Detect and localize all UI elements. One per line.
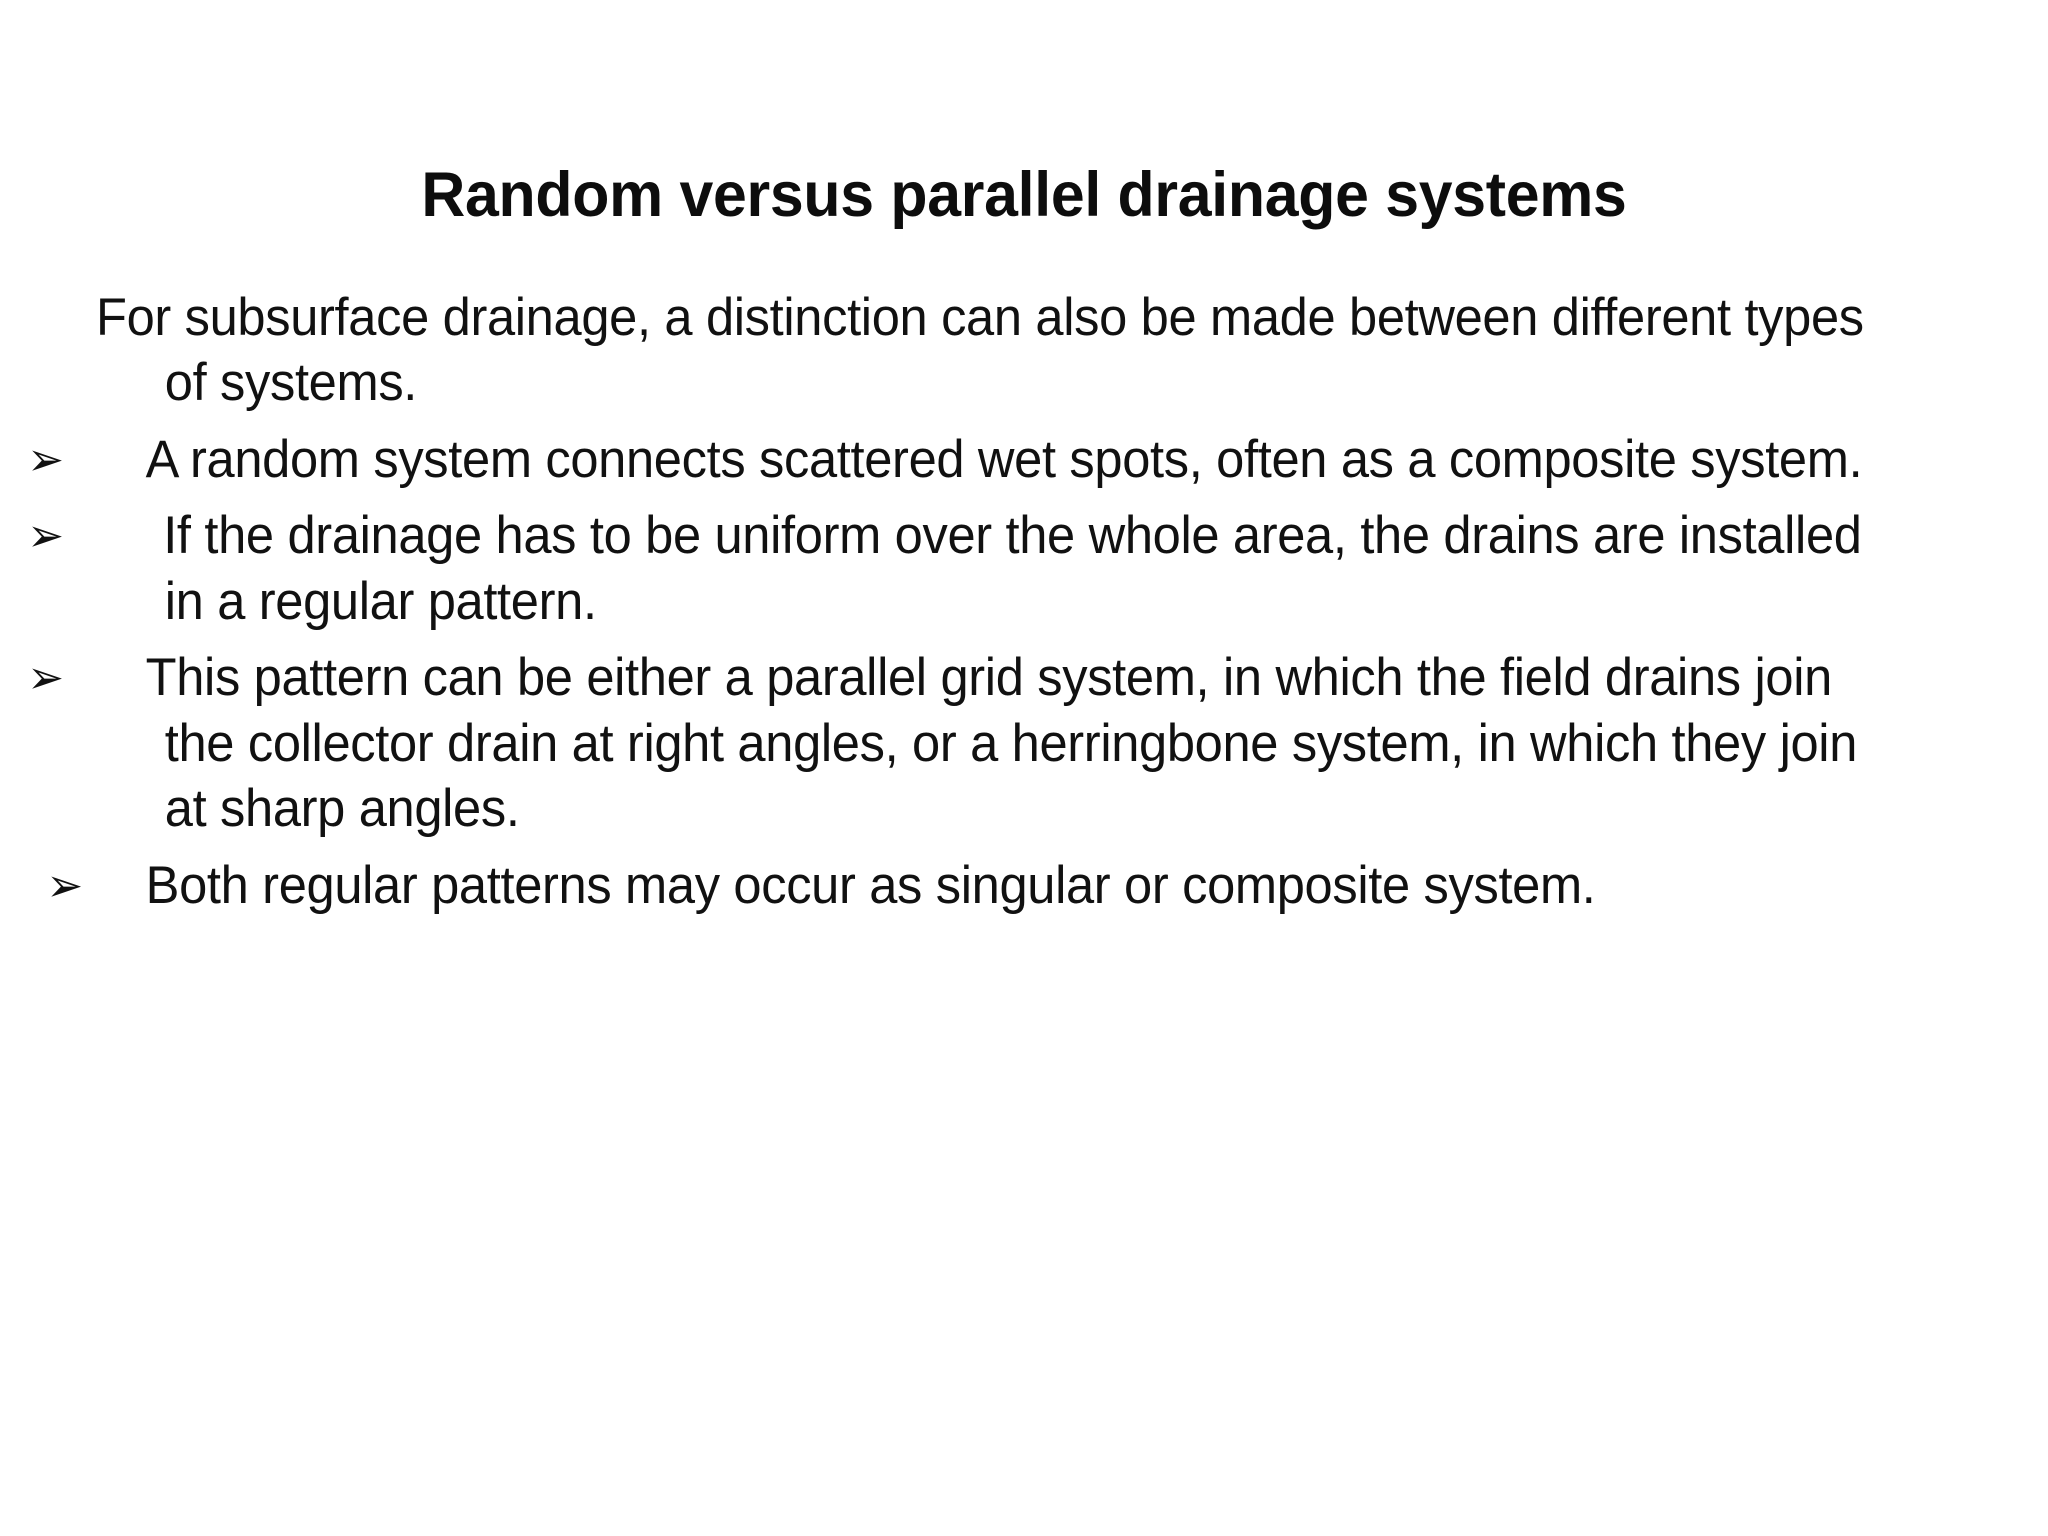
bullet-text: This pattern can be either a parallel gr…: [145, 648, 1858, 839]
slide-title: Random versus parallel drainage systems: [421, 160, 1627, 231]
arrowhead-bullet-icon: ➢: [27, 431, 64, 486]
bullet-item-uniform-drainage: ➢ If the drainage has to be uniform over…: [27, 503, 1882, 634]
slide-body: For subsurface drainage, a distinction c…: [27, 285, 1966, 929]
bullet-item-random-system: ➢ A random system connects scattered wet …: [27, 427, 1882, 492]
arrowhead-bullet-icon: ➢: [46, 857, 83, 912]
arrowhead-bullet-icon: ➢: [27, 650, 64, 705]
arrowhead-bullet-icon: ➢: [27, 508, 64, 563]
bullet-text: Both regular patterns may occur as singu…: [145, 855, 1596, 915]
body-paragraph-intro: For subsurface drainage, a distinction c…: [96, 285, 1882, 416]
paragraph-text: For subsurface drainage, a distinction c…: [96, 288, 1864, 413]
bullet-item-grid-or-herringbone: ➢ This pattern can be either a parallel g…: [27, 645, 1882, 841]
bullet-item-singular-or-composite: ➢ Both regular patterns may occur as sing…: [46, 853, 1882, 918]
bullet-text: If the drainage has to be uniform over t…: [149, 506, 1862, 631]
bullet-text: A random system connects scattered wet s…: [145, 429, 1863, 489]
